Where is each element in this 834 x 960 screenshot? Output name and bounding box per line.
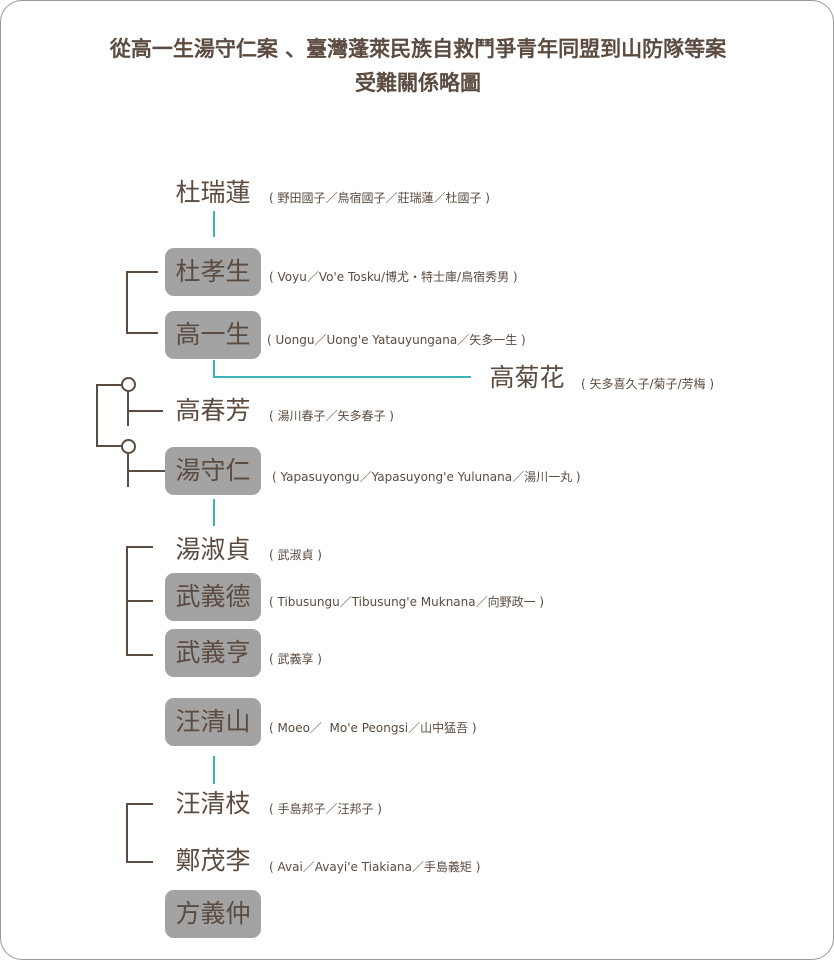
person-alias: ( 野田國子／鳥宿國子／莊瑞蓮／杜國子 )	[269, 191, 490, 205]
title-line-2: 受難關係略圖	[355, 71, 481, 95]
sibling-bracket-tick	[126, 332, 158, 334]
person-alias: ( Moeo／ Mo'e Peongsi／山中猛吾 )	[269, 721, 477, 735]
person-name: 湯淑貞	[175, 535, 251, 564]
victim-name: 杜孝生	[165, 248, 261, 296]
person-name: 鄭茂李	[175, 846, 251, 875]
person-name: 杜瑞蓮	[175, 178, 251, 207]
sibling-bracket-tick	[96, 384, 122, 386]
connector-circle	[121, 439, 136, 454]
marriage-line	[213, 376, 471, 378]
connector-circle	[121, 377, 136, 392]
person-alias: ( Avai／Avayi'e Tiakiana／手島義矩 )	[269, 860, 481, 874]
sibling-bracket-tick	[126, 600, 153, 602]
sibling-bracket-tick	[96, 445, 122, 447]
victim-name: 武義德	[165, 573, 261, 621]
person-alias: ( 湯川春子／矢多春子 )	[269, 409, 394, 423]
person-alias: ( Uongu／Uong'e Yatauyungana／矢多一生 )	[267, 333, 526, 347]
person-alias: ( Tibusungu／Tibusung'e Muknana／向野政一 )	[269, 595, 545, 609]
family-line	[213, 756, 215, 784]
person-alias: ( 武淑貞 )	[269, 548, 322, 562]
person-alias: ( Voyu／Vo'e Tosku/博尤・特士庫/鳥宿秀男 )	[269, 270, 518, 284]
victim-name: 湯守仁	[165, 447, 261, 495]
person-name: 高菊花	[489, 363, 565, 392]
victim-name: 武義亨	[165, 629, 261, 677]
sibling-bracket	[126, 271, 128, 334]
sibling-bracket-tick	[126, 271, 158, 273]
person-alias: ( 矢多喜久子/菊子/芳梅 )	[581, 377, 715, 391]
spouse-link	[127, 470, 165, 472]
family-line	[213, 360, 215, 378]
title-line-1: 從高一生湯守仁案 、臺灣蓬萊民族自救鬥爭青年同盟到山防隊等案	[109, 37, 727, 61]
sibling-bracket	[126, 803, 128, 863]
victim-name: 方義仲	[165, 890, 261, 938]
person-name: 汪清枝	[175, 789, 251, 818]
person-alias: ( 手島邦子／汪邦子 )	[269, 802, 382, 816]
person-alias: ( 武義享 )	[269, 652, 322, 666]
family-line	[213, 499, 215, 526]
family-line	[213, 211, 215, 237]
spouse-link	[127, 389, 129, 426]
spouse-link	[127, 451, 129, 487]
victim-name: 高一生	[165, 311, 261, 359]
person-alias: ( Yapasuyongu／Yapasuyong'e Yulunana／湯川一丸…	[272, 470, 581, 484]
sibling-bracket-tick	[126, 861, 153, 863]
sibling-bracket	[96, 384, 98, 447]
spouse-link	[127, 410, 163, 412]
sibling-bracket-tick	[126, 546, 153, 548]
sibling-bracket-tick	[126, 654, 153, 656]
person-name: 高春芳	[175, 396, 251, 425]
sibling-bracket-tick	[126, 803, 153, 805]
victim-name: 汪清山	[165, 698, 261, 746]
